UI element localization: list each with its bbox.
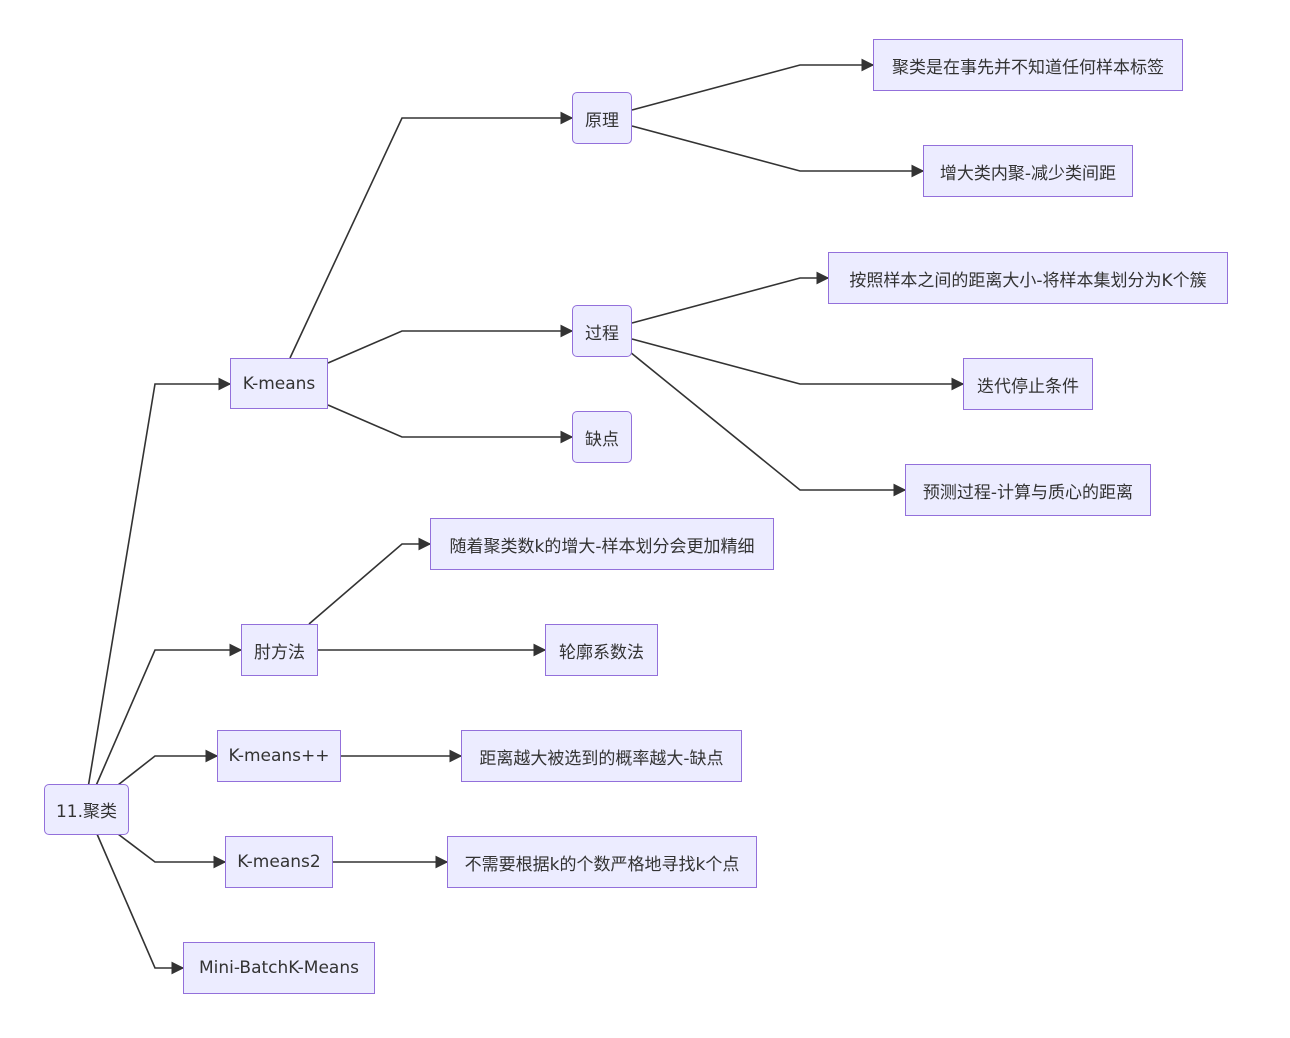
edge-kmeans-principle (289, 111, 574, 359)
node-silhouette[interactable]: 轮廓系数法 (545, 624, 658, 676)
node-elbow-1[interactable]: 随着聚类数k的增大-样本划分会更加精细 (430, 518, 774, 570)
node-root[interactable]: 11.聚类 (44, 784, 129, 835)
node-principle-2[interactable]: 增大类内聚-减少类间距 (923, 145, 1133, 197)
node-process-3[interactable]: 预测过程-计算与质心的距离 (905, 464, 1151, 516)
edge-kmeans-process (327, 324, 574, 364)
node-drawback[interactable]: 缺点 (572, 411, 632, 463)
edge-principle-2 (631, 125, 925, 178)
edge-root-elbow (94, 643, 243, 789)
edge-process-2 (631, 338, 965, 391)
node-kmeanspp[interactable]: K-means++ (217, 730, 341, 782)
edge-elbow-1 (308, 537, 432, 625)
node-process-2[interactable]: 迭代停止条件 (963, 358, 1093, 410)
node-process[interactable]: 过程 (572, 305, 632, 357)
edge-root-minibatch (96, 833, 185, 975)
edge-principle-1 (631, 58, 875, 111)
node-kmeanspp-1[interactable]: 距离越大被选到的概率越大-缺点 (461, 730, 742, 782)
node-kmeans2[interactable]: K-means2 (225, 836, 333, 888)
edge-kmeans-drawback (327, 404, 574, 444)
node-process-1[interactable]: 按照样本之间的距离大小-将样本集划分为K个簇 (828, 252, 1228, 304)
node-minibatch[interactable]: Mini-BatchK-Means (183, 942, 375, 994)
edge-process-3 (629, 351, 907, 497)
edge-root-kmeans (87, 377, 232, 789)
node-kmeans2-1[interactable]: 不需要根据k的个数严格地寻找k个点 (447, 836, 757, 888)
edge-root-kmeans2 (117, 833, 227, 869)
node-principle[interactable]: 原理 (572, 92, 632, 144)
node-kmeans[interactable]: K-means (230, 358, 328, 409)
edge-process-1 (631, 271, 830, 324)
node-principle-1[interactable]: 聚类是在事先并不知道任何样本标签 (873, 39, 1183, 91)
node-elbow[interactable]: 肘方法 (241, 624, 318, 676)
edge-root-kmeanspp (117, 749, 219, 786)
